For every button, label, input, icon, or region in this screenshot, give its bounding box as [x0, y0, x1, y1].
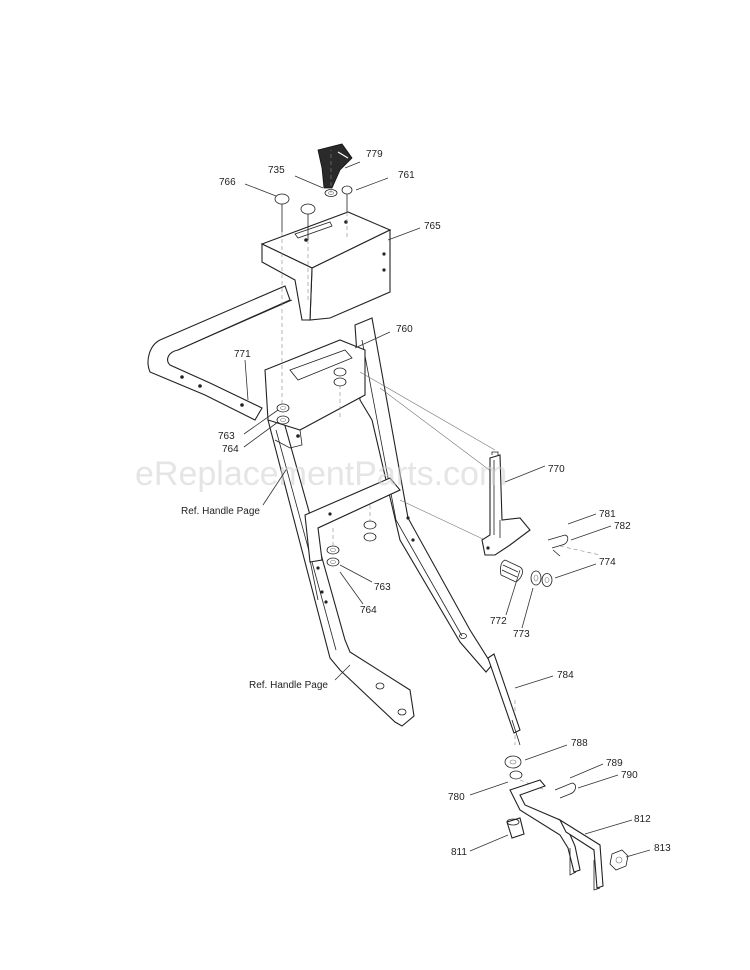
part-label-790: 790: [621, 770, 638, 781]
lower-cross-bracket: [304, 477, 401, 563]
part-label-813: 813: [654, 843, 671, 854]
reference-labels: Ref. Handle Page Ref. Handle Page: [181, 506, 328, 691]
shift-rod-bracket-770: [481, 451, 531, 556]
part-labels: 779 735 761 766 765 760 771 763 764 770 …: [218, 149, 671, 858]
part-label-766: 766: [219, 177, 236, 188]
part-label-779: 779: [366, 149, 383, 160]
part-label-763-upper: 763: [218, 431, 235, 442]
shift-knob-779: [317, 143, 353, 189]
left-handle-arm: [267, 414, 415, 727]
part-label-765: 765: [424, 221, 441, 232]
part-label-764-lower: 764: [360, 605, 377, 616]
part-label-789: 789: [606, 758, 623, 769]
ref-handle-page-upper: Ref. Handle Page: [181, 506, 260, 517]
part-label-760: 760: [396, 324, 413, 335]
part-label-761: 761: [398, 170, 415, 181]
bushing-811: [506, 817, 525, 839]
part-label-771: 771: [234, 349, 251, 360]
upper-handle-tube: [147, 285, 293, 421]
part-label-773: 773: [513, 629, 530, 640]
spring-772: [500, 559, 523, 583]
part-label-763-lower: 763: [374, 582, 391, 593]
part-label-784: 784: [557, 670, 574, 681]
ref-handle-page-lower: Ref. Handle Page: [249, 680, 328, 691]
ferrule-788: [504, 755, 523, 780]
part-label-811: 811: [451, 847, 467, 858]
shift-arm-812: [509, 779, 604, 891]
assembly-drawing: [147, 143, 629, 891]
part-label-781: 781: [599, 509, 616, 520]
part-label-735: 735: [268, 165, 285, 176]
part-label-780: 780: [448, 792, 465, 803]
carriage-bolts-766: [274, 185, 353, 240]
watermark-text: eReplacementParts.com: [135, 455, 507, 493]
shift-console-765: [260, 211, 392, 321]
part-label-812: 812: [634, 814, 651, 825]
part-label-788: 788: [571, 738, 588, 749]
part-label-764-upper: 764: [222, 444, 239, 455]
part-label-782: 782: [614, 521, 631, 532]
leader-lines: [243, 161, 651, 858]
alignment-lines: [281, 150, 601, 791]
part-label-774: 774: [599, 557, 616, 568]
washers-763-764-lower: [326, 520, 377, 567]
right-handle-arm: [354, 317, 493, 673]
part-label-772: 772: [490, 616, 507, 627]
shift-rod-784: [487, 653, 521, 746]
part-label-770: 770: [548, 464, 565, 475]
nut-813: [609, 849, 629, 871]
hairpin-clip-789-790: [554, 782, 576, 799]
washer-773-nut-774: [530, 570, 553, 587]
hairpin-clip-781-782: [547, 534, 569, 557]
